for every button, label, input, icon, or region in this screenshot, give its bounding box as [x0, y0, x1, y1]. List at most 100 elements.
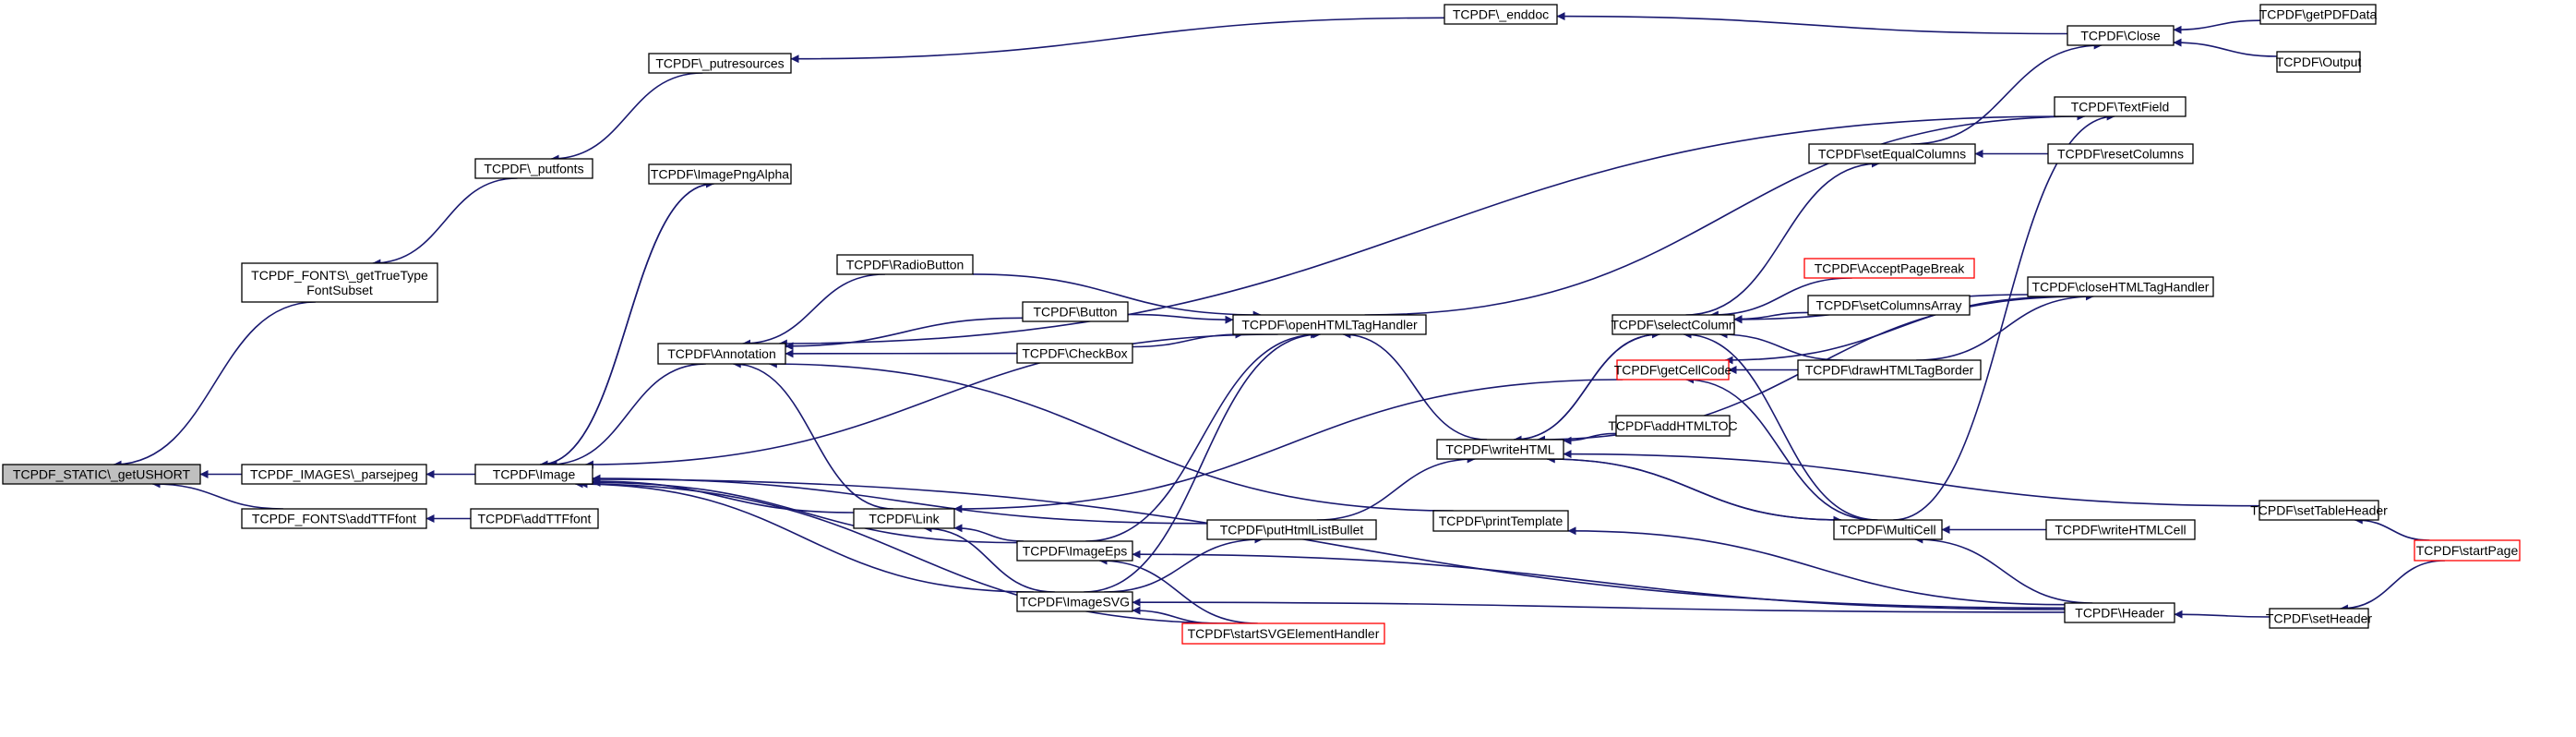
node-setcolumnsarray[interactable]: TCPDF\setColumnsArray [1807, 295, 1971, 316]
node-label: TCPDF\addHTMLTOC [1608, 418, 1737, 433]
node-label: TCPDF\Output [2276, 54, 2362, 69]
call-edge [584, 333, 1278, 469]
node-addttffont-f[interactable]: TCPDF_FONTS\addTTFfont [241, 508, 427, 529]
node-radiobutton[interactable]: TCPDF\RadioButton [836, 254, 974, 275]
node-label: TCPDF_FONTS\addTTFfont [252, 512, 416, 526]
node-writehtmlcell[interactable]: TCPDF\writeHTMLCell [2045, 519, 2196, 540]
node-label: TCPDF\writeHTML [1445, 442, 1554, 457]
node-drawhtmltagborder[interactable]: TCPDF\drawHTMLTagBorder [1797, 359, 1982, 381]
call-edge [1893, 112, 2115, 521]
node-putfonts[interactable]: TCPDF\_putfonts [474, 158, 593, 179]
node-annotation[interactable]: TCPDF\Annotation [657, 343, 786, 365]
node-imagepngalpha[interactable]: TCPDF\ImagePngAlpha [648, 163, 792, 185]
node-imagesvg[interactable]: TCPDF\ImageSVG [1016, 591, 1133, 612]
node-addhtmltoc[interactable]: TCPDF\addHTMLTOC [1608, 415, 1738, 437]
node-checkbox[interactable]: TCPDF\CheckBox [1016, 343, 1133, 364]
node-multicell[interactable]: TCPDF\MultiCell [1833, 519, 1943, 540]
node-label: TCPDF\putHtmlListBullet [1220, 523, 1364, 538]
node-imageeps[interactable]: TCPDF\ImageEps [1016, 540, 1133, 562]
node-box [1206, 519, 1377, 540]
node-box [853, 508, 955, 529]
node-writehtml[interactable]: TCPDF\writeHTML [1436, 439, 1564, 460]
call-edge [592, 477, 855, 513]
node-box [470, 508, 599, 529]
node-box [1808, 143, 1976, 164]
node-selectcolumn[interactable]: TCPDF\selectColumn [1611, 314, 1736, 335]
node-box [1232, 314, 1427, 335]
node-startpage[interactable]: TCPDF\startPage [2414, 539, 2521, 562]
node-label: TCPDF\setEqualColumns [1818, 147, 1966, 162]
node-output[interactable]: TCPDF\Output [2276, 51, 2362, 73]
call-edge [1683, 330, 1878, 521]
node-label: TCPDF\MultiCell [1839, 523, 1935, 538]
node-acceptpagebreak[interactable]: TCPDF\AcceptPageBreak [1803, 258, 1975, 279]
node-setheader[interactable]: TCPDF\setHeader [2266, 608, 2372, 629]
node-close[interactable]: TCPDF\Close [2067, 25, 2175, 46]
node-label: TCPDF\printTemplate [1439, 513, 1564, 528]
node-box [657, 343, 786, 365]
node-resetcolumns[interactable]: TCPDF\resetColumns [2047, 143, 2194, 164]
node-header[interactable]: TCPDF\Header [2064, 602, 2175, 623]
node-closehtmltaghandler[interactable]: TCPDF\closeHTMLTagHandler [2027, 276, 2214, 297]
call-edge [1547, 458, 1842, 525]
node-addttffont[interactable]: TCPDF\addTTFfont [470, 508, 599, 529]
node-textfield[interactable]: TCPDF\TextField [2054, 96, 2187, 117]
node-box [1016, 343, 1133, 364]
node-box [2, 464, 201, 485]
node-getcellcode[interactable]: TCPDF\getCellCode [1614, 359, 1732, 381]
call-edge [953, 379, 1623, 513]
node-box [474, 464, 593, 485]
node-label: TCPDF\resetColumns [2057, 147, 2184, 162]
node-label: TCPDF\Link [869, 512, 940, 526]
call-edge [1556, 12, 2068, 35]
node-box [1181, 622, 1385, 645]
node-label: TCPDF\writeHTMLCell [2055, 523, 2186, 538]
node-openhtmltaghandler[interactable]: TCPDF\openHTMLTagHandler [1232, 314, 1427, 335]
node-parsejpeg[interactable]: TCPDF_IMAGES\_parsejpeg [241, 464, 427, 485]
node-link[interactable]: TCPDF\Link [853, 508, 955, 529]
node-box [474, 158, 593, 179]
node-puthtmllistbullet[interactable]: TCPDF\putHtmlListBullet [1206, 519, 1377, 540]
node-box [2269, 608, 2369, 629]
node-box [241, 464, 427, 485]
call-edge [151, 479, 283, 510]
call-edge [972, 273, 1262, 320]
node-box [1016, 540, 1133, 562]
node-label: TCPDF\RadioButton [846, 258, 965, 272]
call-edge [785, 317, 1024, 351]
node-enddoc[interactable]: TCPDF\_enddoc [1444, 4, 1558, 25]
call-edge [1724, 296, 2068, 365]
node-getpdfdata[interactable]: TCPDF\getPDFData [2259, 4, 2378, 25]
node-label: TCPDF\openHTMLTagHandler [1241, 318, 1418, 332]
call-edge [1914, 535, 2093, 604]
node-label: TCPDF\Close [2080, 29, 2161, 43]
call-edge [113, 301, 316, 469]
call-edge [742, 273, 885, 348]
call-edge [2354, 515, 2430, 541]
node-image[interactable]: TCPDF\Image [474, 464, 593, 485]
node-box [1807, 295, 1971, 316]
node-box [2414, 539, 2521, 562]
node-label: TCPDF\TextField [2071, 100, 2170, 115]
node-getushort[interactable]: TCPDF_STATIC\_getUSHORT [2, 464, 201, 485]
node-label: TCPDF\CheckBox [1022, 346, 1127, 361]
call-edge [1132, 330, 1244, 348]
call-edge [1709, 277, 1852, 320]
node-label: TCPDF\Annotation [667, 346, 776, 361]
node-putresources[interactable]: TCPDF\_putresources [648, 53, 792, 74]
call-edge [1563, 450, 2260, 507]
node-label: FontSubset [306, 283, 373, 297]
node-label: TCPDF\_putresources [655, 56, 784, 71]
node-box [2067, 25, 2175, 46]
node-box [2064, 602, 2175, 623]
node-settableheader[interactable]: TCPDF\setTableHeader [2250, 500, 2388, 521]
call-edge [539, 179, 714, 465]
node-button[interactable]: TCPDF\Button [1022, 301, 1129, 322]
node-setequalcolumns[interactable]: TCPDF\setEqualColumns [1808, 143, 1976, 164]
call-edge [1098, 556, 1258, 624]
node-startsvgelementhandler[interactable]: TCPDF\startSVGElementHandler [1181, 622, 1385, 645]
node-box [2259, 4, 2377, 25]
node-box [1803, 258, 1975, 279]
node-printtemplate[interactable]: TCPDF\printTemplate [1432, 510, 1569, 532]
